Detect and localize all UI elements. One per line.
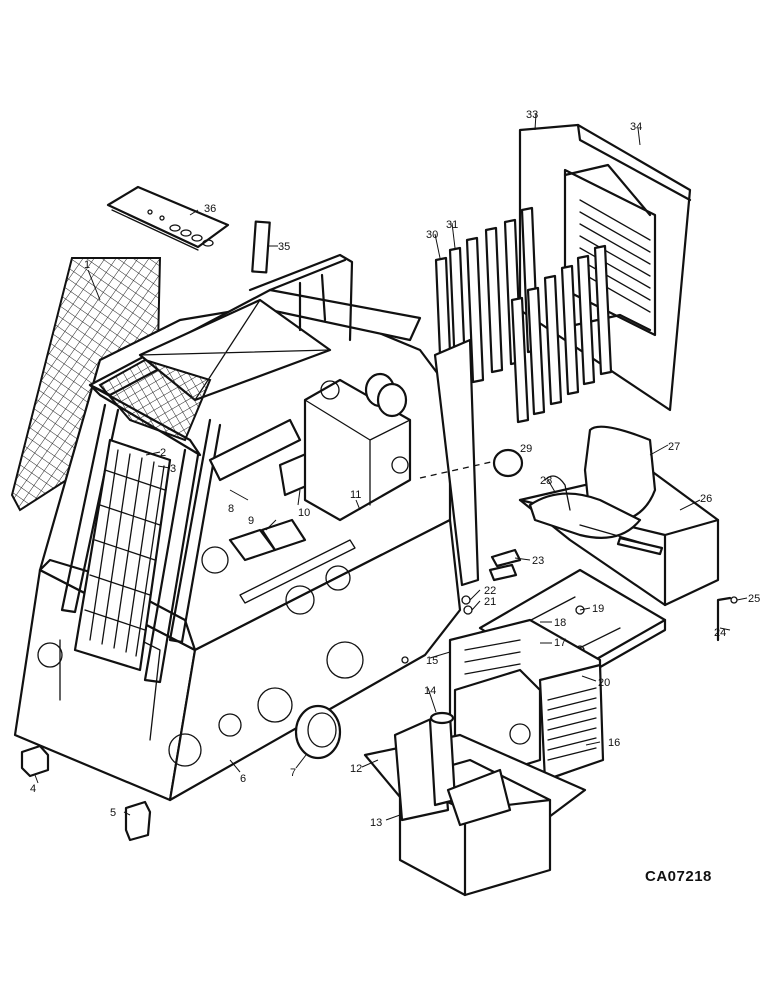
callout-31: 31 (446, 219, 458, 231)
canopy-frame (60, 253, 422, 684)
callout-4: 4 (30, 783, 36, 795)
part-24-pin (716, 596, 732, 642)
post-bars (433, 206, 613, 587)
part-36-panel (106, 185, 230, 251)
part-5-clip (124, 800, 152, 842)
callout-30: 30 (426, 229, 438, 241)
callout-17: 17 (554, 637, 566, 649)
callout-3: 3 (170, 463, 176, 475)
leader-29 (419, 459, 501, 479)
drawing-code: CA07218 (645, 868, 712, 885)
part-35-plate (251, 220, 271, 274)
base-assembly (363, 711, 587, 897)
front-grille (73, 438, 172, 672)
callout-7: 7 (290, 767, 296, 779)
callout-25: 25 (748, 593, 760, 605)
callout-2: 2 (160, 447, 166, 459)
callout-28: 28 (540, 475, 552, 487)
callout-21: 21 (484, 596, 496, 608)
callout-29: 29 (520, 443, 532, 455)
callout-22: 22 (484, 585, 496, 597)
callout-labels: 1 2 3 4 5 6 7 8 9 10 11 12 13 14 15 16 1… (30, 109, 760, 829)
seat-assembly (518, 425, 720, 607)
callout-27: 27 (668, 441, 680, 453)
callout-13: 13 (370, 817, 382, 829)
part-4-clip (20, 744, 50, 778)
callout-24: 24 (714, 627, 726, 639)
callout-10: 10 (298, 507, 310, 519)
callout-19: 19 (592, 603, 604, 615)
callout-5: 5 (110, 807, 116, 819)
part-21-washer (463, 605, 473, 615)
leaders (34, 112, 748, 821)
dash-parts (208, 372, 412, 562)
callout-36: 36 (204, 203, 216, 215)
callout-16: 16 (608, 737, 620, 749)
callout-35: 35 (278, 241, 290, 253)
callout-8: 8 (228, 503, 234, 515)
callout-9: 9 (248, 515, 254, 527)
callout-1: 1 (84, 259, 90, 271)
callout-20: 20 (598, 677, 610, 689)
callout-18: 18 (554, 617, 566, 629)
callout-15: 15 (426, 655, 438, 667)
part-23-bracket (488, 548, 522, 582)
part-7-lamp (294, 704, 342, 760)
part-25-bolt (730, 596, 738, 604)
callout-6: 6 (240, 773, 246, 785)
callout-34: 34 (630, 121, 642, 133)
part-29-lens (492, 448, 524, 478)
callout-33: 33 (526, 109, 538, 121)
callout-26: 26 (700, 493, 712, 505)
callout-12: 12 (350, 763, 362, 775)
part-22-nut (461, 595, 471, 605)
callout-14: 14 (424, 685, 436, 697)
callout-23: 23 (532, 555, 544, 567)
callout-11: 11 (350, 489, 361, 501)
